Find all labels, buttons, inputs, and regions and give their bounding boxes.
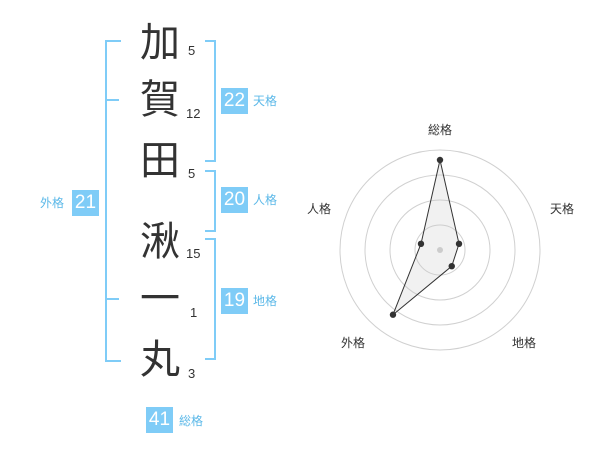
radar-ring-2 xyxy=(389,199,491,301)
radar-point-4 xyxy=(389,311,397,318)
name-char-2: 賀 xyxy=(140,77,180,123)
jinkaku-label: 人格 xyxy=(253,193,278,207)
radar-series-polygon xyxy=(392,159,460,316)
radar-axis-label-chikaku: 地格 xyxy=(512,336,537,350)
stroke-count-2: 12 xyxy=(186,106,201,121)
radar-point-2 xyxy=(455,240,463,248)
radar-center-dot xyxy=(437,247,443,253)
radar-point-5 xyxy=(417,240,425,248)
jinkaku-value: 20 xyxy=(221,187,248,213)
stroke-count-5: 1 xyxy=(190,305,198,320)
chikaku-value: 19 xyxy=(221,288,248,314)
jinkaku-bracket xyxy=(205,170,216,232)
name-char-1: 加 xyxy=(140,20,180,66)
radar-axis-label-soukaku: 総格 xyxy=(428,123,453,137)
tenkaku-bracket xyxy=(205,40,216,162)
gaikaku-value: 21 xyxy=(72,190,99,216)
chikaku-label: 地格 xyxy=(253,294,278,308)
stroke-count-1: 5 xyxy=(188,43,196,58)
gaikaku-bracket-tick-top xyxy=(105,99,119,101)
radar-point-3 xyxy=(448,262,455,270)
radar-point-1 xyxy=(436,156,444,164)
chikaku-bracket xyxy=(205,238,216,360)
soukaku-value: 41 xyxy=(146,407,173,433)
radar-axis-label-tenkaku: 天格 xyxy=(550,202,575,216)
stroke-count-6: 3 xyxy=(188,366,196,381)
name-char-4: 湫 xyxy=(140,219,180,265)
radar-ring-1 xyxy=(414,224,466,276)
radar-ring-3 xyxy=(364,174,516,326)
tenkaku-value: 22 xyxy=(221,88,248,114)
gaikaku-bracket xyxy=(105,40,121,362)
soukaku-label: 総格 xyxy=(179,414,204,428)
name-char-6: 丸 xyxy=(140,337,180,383)
radar-axis-label-jinkaku: 人格 xyxy=(307,202,332,216)
name-char-3: 田 xyxy=(140,138,180,184)
stroke-count-3: 5 xyxy=(188,166,196,181)
tenkaku-label: 天格 xyxy=(253,94,278,108)
radar-ring-4 xyxy=(339,149,541,351)
stroke-count-4: 15 xyxy=(186,246,201,261)
radar-axis-label-gaikaku: 外格 xyxy=(341,336,366,350)
gaikaku-label: 外格 xyxy=(40,196,65,210)
gaikaku-bracket-tick-bottom xyxy=(105,298,119,300)
name-char-5: 一 xyxy=(140,276,180,322)
